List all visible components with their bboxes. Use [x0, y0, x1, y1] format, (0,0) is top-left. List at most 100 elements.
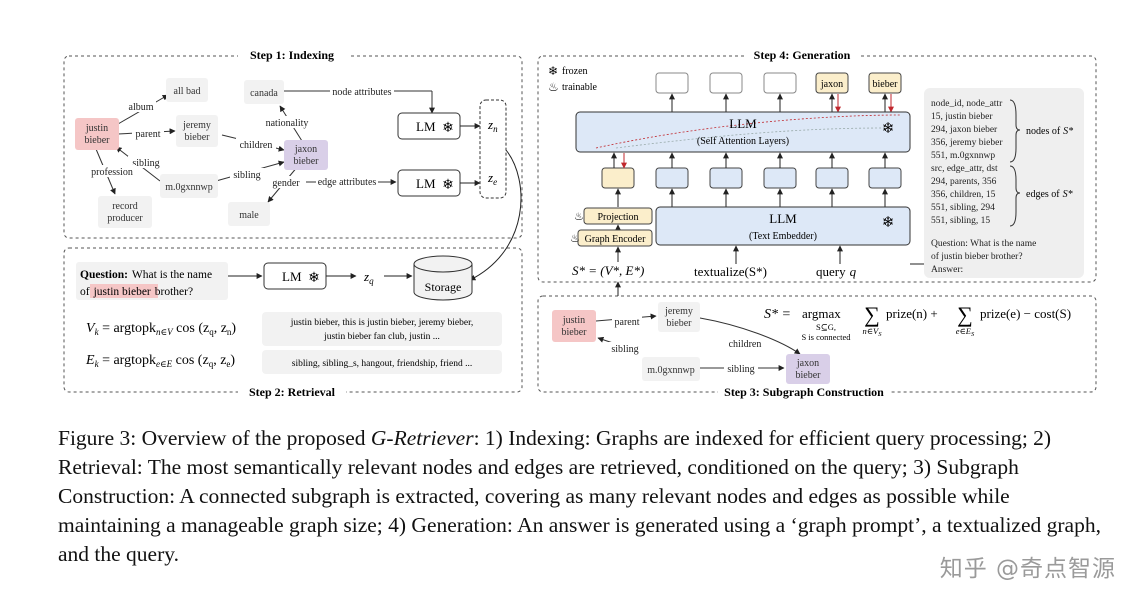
node-attributes-label: node attributes [332, 87, 391, 98]
step4-title: Step 4: Generation [754, 48, 851, 62]
vk-results-line: justin bieber fan club, justin ... [323, 331, 440, 342]
step1-panel: Step 1: Indexing album parent sibling pr… [63, 48, 523, 281]
sum1-sub: n∈VS [863, 326, 883, 338]
vk-formula: Vk = argtopkn∈V cos (zq, zn) [86, 321, 236, 337]
caption-label: Figure 3: [58, 426, 137, 450]
edge-label-nationality: nationality [266, 118, 309, 129]
node-jaxon-bieber [786, 354, 830, 384]
node-jeremy-bieber [176, 115, 218, 147]
text-token [815, 167, 849, 189]
step4-panel: Step 4: Generation ❄ frozen ♨ trainable … [537, 48, 1097, 283]
projection-box [583, 207, 653, 225]
prompt-line: 356, jeremy bieber [931, 138, 1003, 148]
graph-prompt-panel [924, 88, 1084, 278]
legend-trainable: trainable [562, 82, 598, 93]
lm-label: LM [282, 269, 302, 284]
node-justin-bieber [552, 310, 596, 342]
node-label: bieber [294, 156, 320, 167]
figure-diagram: Step 1: Indexing album parent sibling pr… [63, 48, 1097, 399]
prompt-line: Question: What is the name [931, 239, 1036, 249]
ze-symbol: ze [487, 170, 497, 187]
node-label: justin [562, 315, 585, 326]
prompt-line: node_id, node_attr [931, 99, 1003, 109]
text-token [868, 167, 902, 189]
output-token [709, 72, 743, 94]
prompt-line: 15, justin bieber [931, 112, 993, 122]
llm-top-sublabel: (Self Attention Layers) [697, 136, 789, 147]
legend-frozen: frozen [562, 66, 588, 77]
node-male [228, 202, 270, 226]
watermark: 知乎 @奇点智源 [939, 556, 1116, 582]
formula-argmax: argmax [802, 306, 841, 321]
snowflake-icon: ❄ [882, 121, 895, 137]
storage-cylinder: Storage [413, 255, 473, 301]
projection-label: Projection [597, 212, 638, 223]
textualize-label: textualize(S*) [694, 264, 767, 279]
text-token [655, 167, 689, 189]
node-label: justin [85, 123, 108, 134]
node-label: bieber [185, 132, 211, 143]
prompt-line: 356, children, 15 [931, 190, 996, 200]
formula-argmax-sub: S⊆G, [816, 322, 836, 332]
graph-encoder-box [577, 229, 653, 247]
node-record-producer [98, 196, 152, 228]
s-star-formula: S* = (V*, E*) [572, 263, 644, 278]
node-label: bieber [667, 318, 693, 329]
node-label: canada [250, 88, 278, 99]
node-label: jeremy [664, 306, 693, 317]
question-line1: Question:What is the name [80, 269, 212, 281]
node-label: jaxon [294, 144, 317, 155]
edge-label-sibling: sibling [132, 158, 159, 169]
vk-results [262, 312, 502, 346]
edge-label-sibling: sibling [611, 344, 638, 355]
node-label: bieber [562, 327, 588, 338]
node-all-bad [166, 78, 208, 102]
output-token-label: jaxon [820, 79, 843, 90]
edge-label-album: album [129, 102, 154, 113]
edge-label-children: children [729, 339, 762, 350]
figure-caption: Figure 3: Overview of the proposed G-Ret… [58, 424, 1106, 569]
formula-term2: prize(e) − cost(S) [980, 306, 1071, 321]
llm-text-embedder [655, 206, 911, 246]
output-token-label: bieber [873, 79, 899, 90]
step3-title: Step 3: Subgraph Construction [724, 385, 884, 399]
zq-symbol: zq [363, 269, 374, 286]
prompt-line: 551, m.0gxnnwp [931, 151, 995, 161]
node-canada [244, 80, 284, 104]
edge-label-children: children [240, 140, 273, 151]
flame-icon: ♨ [574, 211, 584, 223]
sum2-sub: e∈ES [956, 326, 975, 338]
node-justin-bieber [75, 118, 119, 150]
flame-icon: ♨ [570, 233, 580, 245]
sum-symbol: ∑ [957, 302, 973, 327]
prompt-line: 294, parents, 356 [931, 177, 997, 187]
step3-panel: Step 3: Subgraph Construction parent chi… [537, 281, 1097, 399]
node-jeremy-bieber [658, 302, 700, 332]
question-highlight [90, 284, 158, 298]
edge-label-sibling: sibling [727, 364, 754, 375]
llm-top-label: LLM [729, 116, 757, 131]
graph-token [601, 167, 635, 189]
flame-icon: ♨ [548, 80, 559, 94]
step2-panel: Step 2: Retrieval Question:What is the n… [63, 247, 523, 399]
caption-pre: Overview of the proposed [141, 426, 366, 450]
zn-symbol: zn [487, 117, 498, 134]
prompt-line: src, edge_attr, dst [931, 164, 998, 174]
node-label: jaxon [796, 358, 819, 369]
ek-formula: Ek = argtopke∈E cos (zq, ze) [85, 353, 235, 369]
output-token [763, 72, 797, 94]
node-m0gxnnwp [642, 357, 700, 381]
graph-encoder-label: Graph Encoder [585, 234, 646, 245]
node-label: m.0gxnnwp [165, 182, 213, 193]
node-m0gxnnwp [160, 174, 218, 198]
text-token [763, 167, 797, 189]
node-label: producer [107, 213, 143, 224]
caption-method: G-Retriever [370, 426, 474, 450]
output-token [868, 72, 902, 94]
snowflake-icon: ❄ [308, 271, 320, 286]
edge-attributes-label: edge attributes [318, 177, 377, 188]
